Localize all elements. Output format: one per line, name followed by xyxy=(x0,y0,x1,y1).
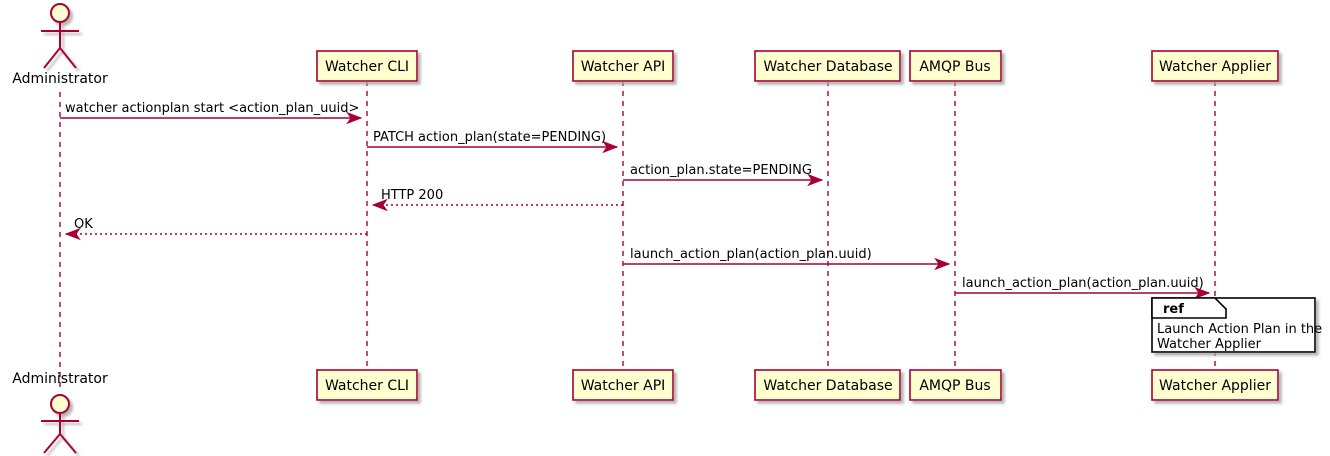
participant-amqp-bus-bottom[interactable]: AMQP Bus xyxy=(909,369,1002,401)
participant-label-watcher-api: Watcher API xyxy=(581,378,666,394)
message-patch-action-plan[interactable]: PATCH action_plan(state=PENDING) xyxy=(367,130,619,154)
participant-boxes-top: Watcher CLI Watcher API Watcher Database… xyxy=(316,50,1279,82)
participant-label-amqp-bus: AMQP Bus xyxy=(919,59,990,75)
participant-watcher-cli-top[interactable]: Watcher CLI xyxy=(316,50,418,82)
message-launch-action-plan-api-to-bus[interactable]: launch_action_plan(action_plan.uuid) xyxy=(623,247,951,271)
actor-administrator-top[interactable]: Administrator xyxy=(12,3,108,87)
participant-watcher-cli-bottom[interactable]: Watcher CLI xyxy=(316,369,418,401)
participant-box[interactable] xyxy=(754,369,901,401)
participant-watcher-api-bottom[interactable]: Watcher API xyxy=(572,369,674,401)
actor-figure-bottom xyxy=(41,394,79,454)
message-label-patch-action-plan: PATCH action_plan(state=PENDING) xyxy=(373,130,606,145)
ref-fragment-body-line-2: Watcher Applier xyxy=(1157,337,1262,352)
message-label-action-plan-state-pending: action_plan.state=PENDING xyxy=(630,163,812,178)
participant-box[interactable] xyxy=(1151,369,1279,401)
participant-label-watcher-api: Watcher API xyxy=(581,59,666,75)
ref-fragment-tag-label: ref xyxy=(1163,302,1184,317)
actor-right-leg-line xyxy=(59,433,77,454)
message-launch-action-plan-bus-to-applier[interactable]: launch_action_plan(action_plan.uuid) xyxy=(955,276,1211,300)
messages-group: watcher actionplan start <action_plan_uu… xyxy=(60,101,1211,300)
message-watcher-actionplan-start[interactable]: watcher actionplan start <action_plan_uu… xyxy=(60,101,363,125)
participant-watcher-applier-bottom[interactable]: Watcher Applier xyxy=(1151,369,1279,401)
participant-label-watcher-cli: Watcher CLI xyxy=(325,378,409,394)
participant-label-watcher-applier: Watcher Applier xyxy=(1159,59,1271,75)
participant-label-watcher-database: Watcher Database xyxy=(763,59,892,75)
participant-label-watcher-cli: Watcher CLI xyxy=(325,59,409,75)
participant-box[interactable] xyxy=(316,369,418,401)
actor-right-leg-line xyxy=(59,47,77,69)
participant-label-watcher-applier: Watcher Applier xyxy=(1159,378,1271,394)
participant-box[interactable] xyxy=(572,369,674,401)
participant-watcher-database-top[interactable]: Watcher Database xyxy=(754,50,901,82)
participant-label-amqp-bus: AMQP Bus xyxy=(919,378,990,394)
ref-fragment-launch-action-plan[interactable]: ref Launch Action Plan in the Watcher Ap… xyxy=(1151,297,1322,353)
message-label-launch-action-plan-bus-to-applier: launch_action_plan(action_plan.uuid) xyxy=(962,276,1204,291)
message-http-200[interactable]: HTTP 200 xyxy=(371,188,623,212)
participant-box[interactable] xyxy=(316,50,418,82)
participant-box[interactable] xyxy=(1151,50,1279,82)
participant-watcher-database-bottom[interactable]: Watcher Database xyxy=(754,369,901,401)
participant-boxes-bottom: Watcher CLI Watcher API Watcher Database… xyxy=(316,369,1279,401)
actor-label-administrator-top: Administrator xyxy=(12,71,108,87)
message-label-ok: OK xyxy=(74,217,93,232)
actor-left-leg-line xyxy=(43,433,61,454)
message-ok[interactable]: OK xyxy=(64,217,367,241)
actor-left-leg-line xyxy=(43,47,61,69)
lifelines-group xyxy=(59,81,1216,392)
participant-box[interactable] xyxy=(909,50,1002,82)
actor-head-icon xyxy=(50,394,70,414)
actor-figure-top xyxy=(41,3,79,69)
message-label-launch-action-plan-api-to-bus: launch_action_plan(action_plan.uuid) xyxy=(630,247,872,262)
participant-box[interactable] xyxy=(572,50,674,82)
participant-amqp-bus-top[interactable]: AMQP Bus xyxy=(909,50,1002,82)
actor-label-administrator-bottom: Administrator xyxy=(12,371,108,387)
participant-watcher-applier-top[interactable]: Watcher Applier xyxy=(1151,50,1279,82)
participant-box[interactable] xyxy=(754,50,901,82)
message-label-watcher-actionplan-start: watcher actionplan start <action_plan_uu… xyxy=(65,101,359,116)
message-action-plan-state-pending[interactable]: action_plan.state=PENDING xyxy=(623,163,824,187)
ref-fragment-body-line-1: Launch Action Plan in the xyxy=(1157,322,1322,337)
participant-box[interactable] xyxy=(909,369,1002,401)
ref-fragment-tag-shape xyxy=(1151,297,1227,319)
message-label-http-200: HTTP 200 xyxy=(381,188,443,203)
participant-label-watcher-database: Watcher Database xyxy=(763,378,892,394)
actor-administrator-bottom[interactable]: Administrator xyxy=(12,371,108,454)
actor-head-icon xyxy=(50,3,70,23)
participant-watcher-api-top[interactable]: Watcher API xyxy=(572,50,674,82)
